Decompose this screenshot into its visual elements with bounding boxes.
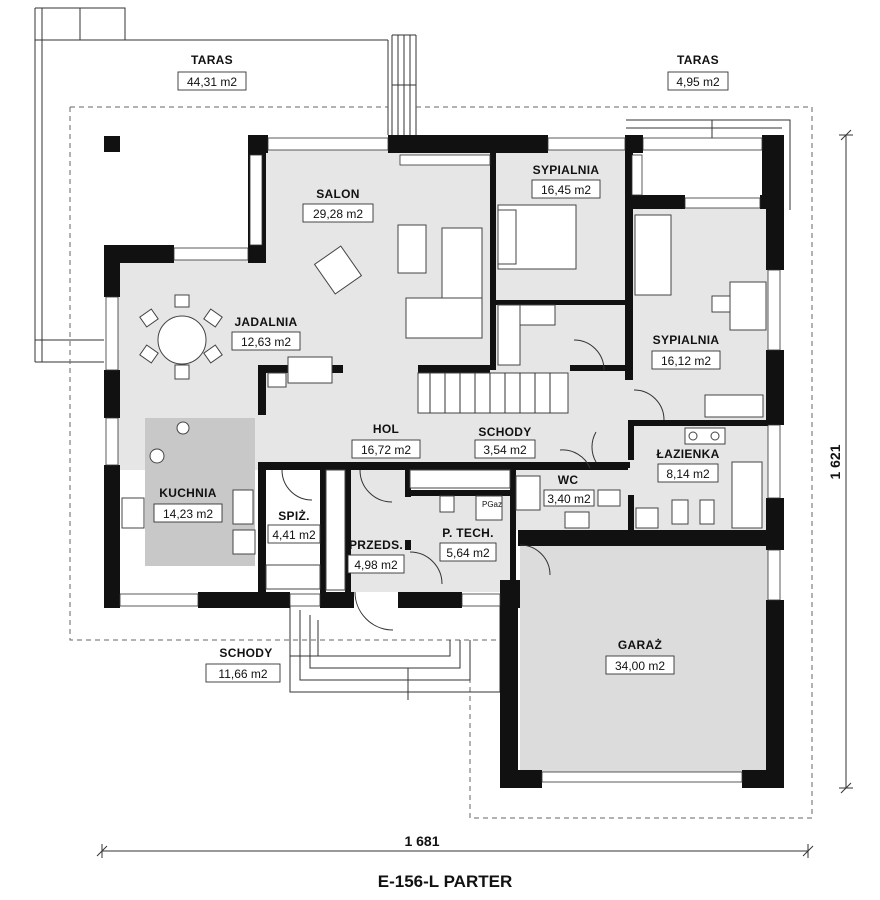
room-area-przeds: 4,98 m2 (354, 558, 398, 572)
room-area-schody-out: 11,66 m2 (218, 667, 267, 681)
walls (104, 135, 784, 788)
windows (105, 137, 781, 783)
room-name-schody-in: SCHODY (478, 425, 531, 439)
room-area-salon: 29,28 m2 (313, 207, 363, 221)
room-area-garaz: 34,00 m2 (615, 659, 665, 673)
room-area-taras-left: 44,31 m2 (187, 75, 237, 89)
width-dimension: 1 681 (404, 833, 439, 849)
gas-meter-label: PGaz (482, 500, 502, 509)
furniture (121, 204, 767, 631)
room-area-hol: 16,72 m2 (361, 443, 411, 457)
room-area-schody-in: 3,54 m2 (483, 443, 527, 457)
depth-dimension: 1 621 (827, 444, 843, 479)
room-area-kuchnia: 14,23 m2 (163, 507, 213, 521)
room-labels: TARAS 44,31 m2 TARAS 4,95 m2 SALON 29,28… (153, 53, 729, 683)
room-name-taras-right: TARAS (677, 53, 719, 67)
room-area-jadalnia: 12,63 m2 (241, 335, 291, 349)
room-area-wc: 3,40 m2 (547, 492, 591, 506)
room-area-spiz: 4,41 m2 (272, 528, 316, 542)
room-name-kuchnia: KUCHNIA (159, 486, 216, 500)
room-name-salon: SALON (316, 187, 360, 201)
room-area-taras-right: 4,95 m2 (676, 75, 720, 89)
room-area-sypialnia-2: 16,12 m2 (661, 354, 711, 368)
entrance-stairs (289, 605, 501, 700)
terrace-outlines (34, 7, 813, 819)
room-area-sypialnia-1: 16,45 m2 (541, 183, 591, 197)
room-name-sypialnia-1: SYPIALNIA (533, 163, 600, 177)
room-name-schody-out: SCHODY (219, 646, 272, 660)
room-name-spiz: SPIŻ. (278, 508, 310, 523)
room-name-lazienka: ŁAZIENKA (656, 447, 719, 461)
room-name-wc: WC (558, 473, 579, 487)
room-name-przeds: PRZEDS. (349, 538, 403, 552)
room-name-taras-left: TARAS (191, 53, 233, 67)
plan-title: E-156-L PARTER (378, 872, 512, 891)
room-name-garaz: GARAŻ (618, 637, 662, 652)
room-name-ptech: P. TECH. (442, 526, 494, 540)
dimensions: 1 681 1 621 (96, 129, 853, 858)
room-name-jadalnia: JADALNIA (234, 315, 297, 329)
room-area-ptech: 5,64 m2 (446, 546, 490, 560)
room-name-sypialnia-2: SYPIALNIA (653, 333, 720, 347)
room-name-hol: HOL (373, 422, 399, 436)
room-area-lazienka: 8,14 m2 (666, 467, 710, 481)
